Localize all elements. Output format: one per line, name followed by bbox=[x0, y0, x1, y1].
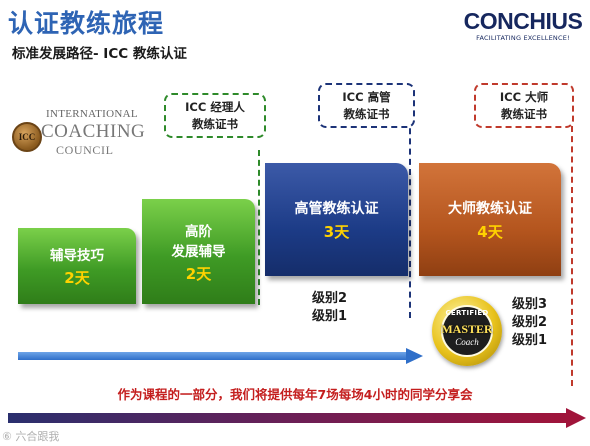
timeline-arrow bbox=[8, 408, 586, 428]
step-advanced-line1: 高阶 bbox=[185, 223, 212, 240]
icc-logo-line3: COUNCIL bbox=[56, 143, 114, 157]
icc-logo-line1: INTERNATIONAL bbox=[46, 108, 138, 120]
sharing-session-note: 作为课程的一部分，我们将提供每年7场每场4小时的同学分享会 bbox=[117, 387, 473, 402]
level-item: 级别3 bbox=[512, 297, 548, 312]
icc-logo-line2: COACHING bbox=[41, 121, 146, 142]
icc-seal-icon: ICC bbox=[12, 122, 42, 152]
step-advanced-line2: 发展辅导 bbox=[171, 243, 226, 260]
cert-executive-line1: ICC 高管 bbox=[342, 89, 391, 104]
cert-master-line1: ICC 大师 bbox=[499, 89, 549, 104]
cert-manager-coach: ICC 经理人 教练证书 bbox=[164, 93, 266, 138]
green-divider bbox=[258, 150, 260, 305]
level-item: 级别1 bbox=[512, 333, 548, 348]
page-title: 认证教练旅程 bbox=[8, 9, 165, 38]
step-advanced-days: 2天 bbox=[185, 264, 212, 283]
step-executive-label: 高管教练认证 bbox=[294, 200, 379, 217]
step-advanced-coaching: 高阶 发展辅导 2天 bbox=[142, 199, 255, 304]
progress-arrow bbox=[18, 348, 423, 364]
watermark: ⑥ 六合跟我 bbox=[2, 430, 60, 443]
step-master-certification: 大师教练认证 4天 bbox=[419, 163, 561, 276]
step-executive-days: 3天 bbox=[323, 222, 350, 241]
level-item: 级别2 bbox=[312, 291, 348, 306]
page-subtitle: 标准发展路径- ICC 教练认证 bbox=[12, 46, 187, 62]
red-divider bbox=[571, 126, 573, 386]
cert-executive-line2: 教练证书 bbox=[343, 106, 390, 121]
brand-tagline: FACILITATING EXCELLENCE! bbox=[476, 34, 570, 42]
master-levels: 级别3 级别2 级别1 bbox=[512, 296, 547, 350]
step-coaching-skills-days: 2天 bbox=[64, 269, 90, 287]
step-executive-certification: 高管教练认证 3天 bbox=[265, 163, 408, 276]
step-coaching-skills: 辅导技巧 2天 bbox=[18, 228, 136, 304]
badge-middle-text: MASTER bbox=[441, 322, 493, 336]
badge-inner bbox=[441, 305, 493, 357]
badge-top-text: CERTIFIED bbox=[445, 309, 489, 317]
cert-master-coach: ICC 大师 教练证书 bbox=[474, 83, 574, 128]
badge-bottom-text: Coach bbox=[455, 337, 479, 347]
cert-executive-coach: ICC 高管 教练证书 bbox=[318, 83, 415, 128]
executive-levels: 级别2 级别1 bbox=[312, 290, 347, 326]
cert-manager-line2: 教练证书 bbox=[192, 116, 238, 131]
brand-logo: CONCHIUS bbox=[463, 8, 583, 34]
level-item: 级别2 bbox=[512, 315, 548, 330]
cert-manager-line1: ICC 经理人 bbox=[185, 99, 245, 114]
cert-master-line2: 教练证书 bbox=[501, 106, 547, 121]
step-master-label: 大师教练认证 bbox=[448, 200, 532, 217]
step-master-days: 4天 bbox=[477, 222, 503, 241]
blue-divider bbox=[409, 118, 411, 318]
step-coaching-skills-label: 辅导技巧 bbox=[50, 248, 104, 264]
level-item: 级别1 bbox=[312, 309, 348, 324]
